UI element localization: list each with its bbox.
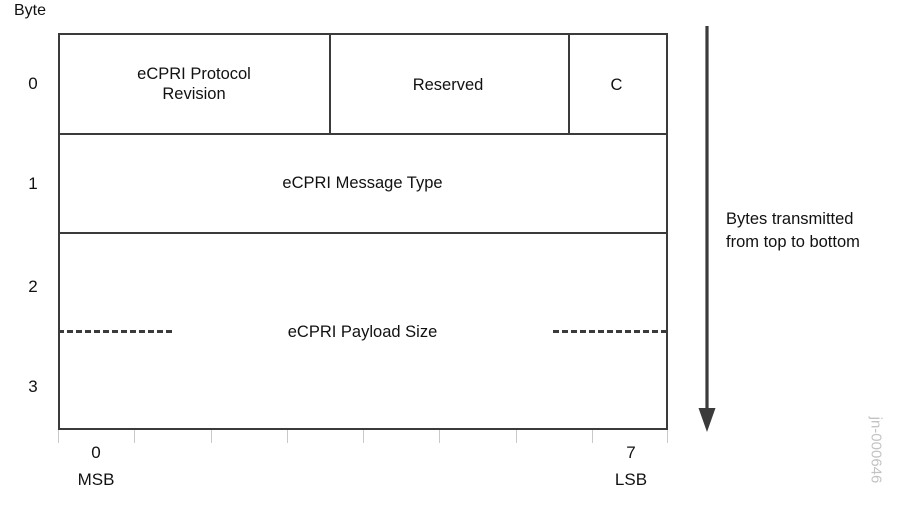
field-payload-size: eCPRI Payload Size — [287, 323, 438, 341]
figure-id-watermark: jn-000646 — [864, 400, 888, 500]
bit-tick-2 — [210, 430, 212, 443]
figure-id-watermark-text: jn-000646 — [867, 416, 885, 484]
bit-tick-5 — [439, 430, 441, 443]
dashed-divider-right — [553, 330, 667, 333]
bit-tick-8 — [666, 430, 668, 443]
field-protocol-revision-line1: eCPRI Protocol — [137, 65, 251, 83]
dashed-divider-left — [58, 330, 172, 333]
bit-axis-lsb-label: LSB — [614, 470, 648, 489]
field-message-type: eCPRI Message Type — [282, 174, 443, 192]
bit-position-axis — [58, 430, 668, 444]
bit-axis-msb-number: 0 — [91, 443, 101, 462]
bit-tick-1 — [134, 430, 136, 443]
bit-axis-lsb-number: 7 — [626, 443, 636, 462]
field-protocol-revision: eCPRI Protocol Revision — [60, 64, 328, 104]
transmission-order-note: Bytes transmitted from top to bottom — [726, 208, 860, 255]
transmission-direction-arrow — [698, 26, 716, 432]
bit-tick-3 — [286, 430, 288, 443]
col-divider-reserved-c — [567, 35, 570, 133]
transmission-order-note-line1: Bytes transmitted — [726, 210, 854, 228]
bit-tick-6 — [515, 430, 517, 443]
byte-index-3: 3 — [28, 377, 38, 396]
packet-header-table: eCPRI Protocol Revision Reserved C eCPRI… — [58, 33, 668, 430]
field-reserved: Reserved — [412, 76, 484, 94]
row-divider-byte0-byte1 — [60, 132, 666, 135]
bit-tick-0 — [58, 430, 59, 443]
byte-index-2: 2 — [28, 277, 38, 296]
byte-index-1: 1 — [28, 174, 38, 193]
bit-tick-7 — [591, 430, 593, 443]
byte-index-0: 0 — [28, 74, 38, 93]
field-c-flag: C — [610, 76, 623, 94]
byte-axis-caption: Byte — [14, 2, 47, 19]
transmission-order-note-line2: from top to bottom — [726, 233, 860, 252]
bit-axis-msb-label: MSB — [77, 470, 115, 489]
field-protocol-revision-line2: Revision — [162, 85, 226, 104]
bit-tick-4 — [363, 430, 364, 443]
row-divider-byte1-byte2 — [60, 231, 666, 234]
col-divider-revision-reserved — [328, 35, 331, 133]
